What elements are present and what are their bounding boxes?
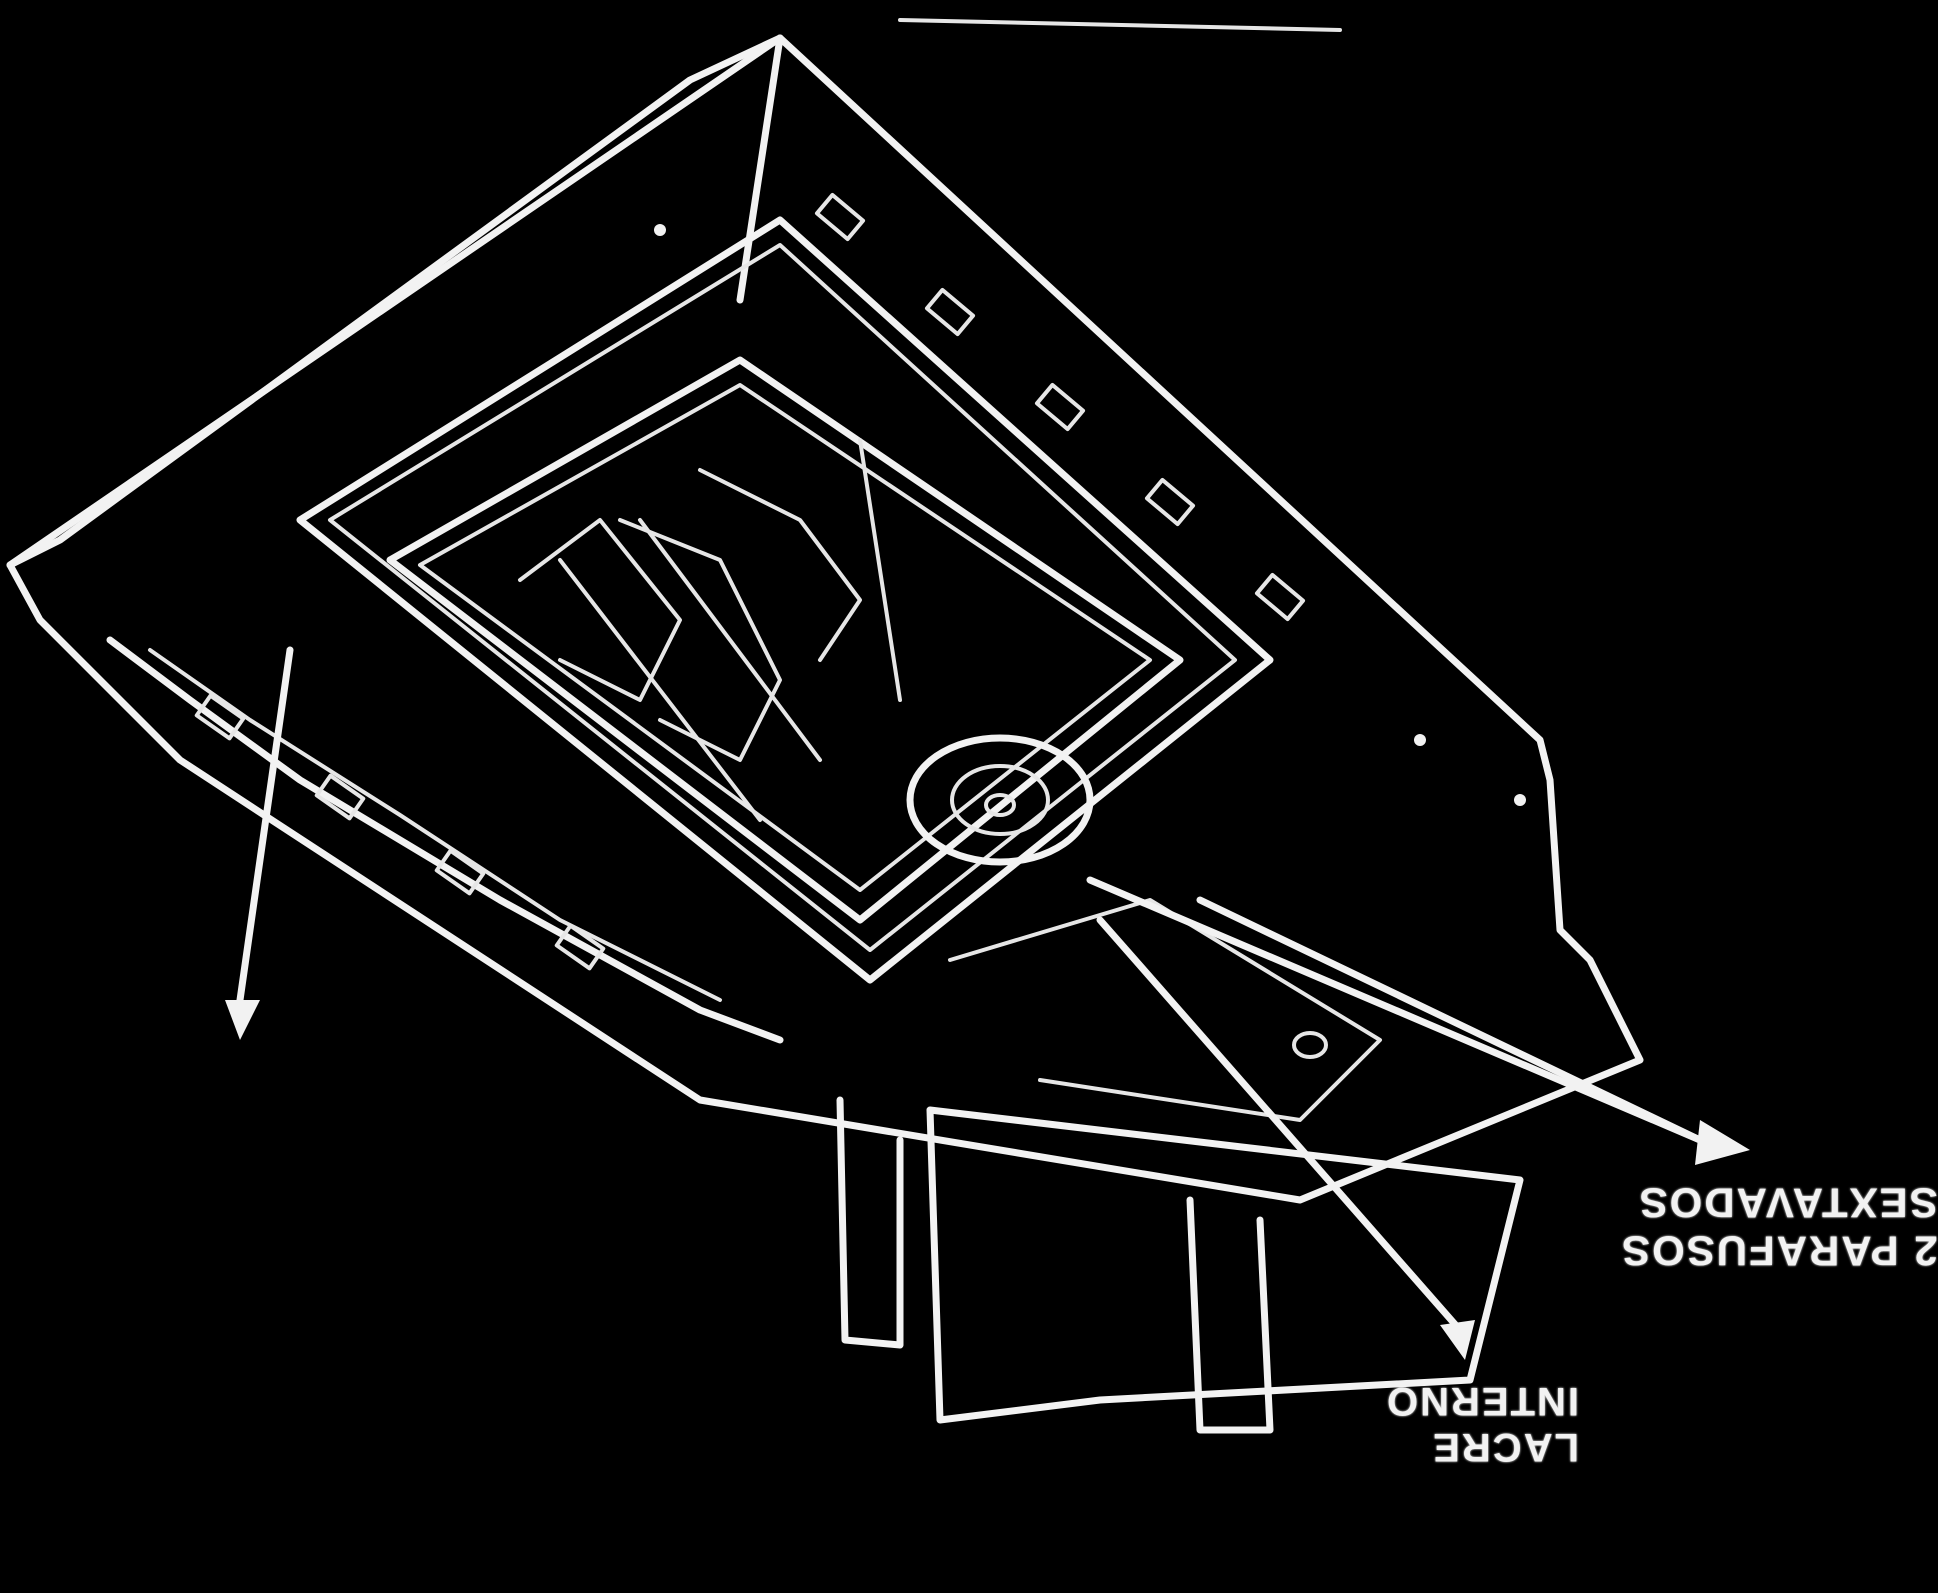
housing-side-rim [106, 636, 784, 1044]
arrowhead-left [225, 1000, 260, 1040]
callout-seal-line: LACRE [1431, 1425, 1579, 1469]
inner-frame [386, 356, 1184, 924]
bracket-hole [1292, 1031, 1328, 1059]
leader-screws [1086, 876, 1704, 1144]
mechanism-lines [618, 518, 782, 762]
base-plate [926, 1106, 1524, 1424]
mechanism-rod [558, 558, 762, 822]
side-slot [1254, 572, 1306, 622]
rotor-wheel [906, 734, 1094, 866]
leader-seal [1096, 916, 1464, 1334]
screw-hole [1414, 734, 1426, 746]
callout-screws-line: 2 PARAFUSOS [1620, 1227, 1938, 1275]
rotor-wheel-inner [950, 764, 1050, 836]
mechanism-lines [698, 468, 862, 662]
outer-frame [296, 216, 1274, 984]
housing-top-edge [6, 34, 784, 569]
screw-hole [1514, 794, 1526, 806]
side-slot [1144, 477, 1196, 527]
mechanism-lines [518, 518, 682, 702]
housing-side-rim-inner [148, 648, 722, 1002]
side-slot [314, 773, 366, 821]
side-slot [924, 287, 976, 337]
mechanism-rod [638, 518, 822, 762]
housing-corner-edge [736, 34, 784, 304]
screw-hole [654, 224, 666, 236]
leader-left [236, 646, 294, 1004]
side-slot [194, 693, 246, 741]
right-leg [1186, 1196, 1274, 1434]
leader-screws [1196, 896, 1704, 1144]
side-slot [554, 923, 606, 971]
mechanism-rod [858, 438, 902, 702]
callout-screws: 2 PARAFUSOS SEXTAVADOS [1620, 1178, 1938, 1275]
inner-frame-inner [418, 383, 1152, 892]
housing-outline [6, 34, 1644, 1204]
side-slot [814, 192, 866, 242]
side-slot [1034, 382, 1086, 432]
callout-seal-line: INTERNO [1385, 1379, 1579, 1423]
bracket [948, 898, 1382, 1122]
arrowhead-seal [1440, 1320, 1475, 1360]
arrowhead-screws [1695, 1120, 1750, 1165]
callout-screws-line: SEXTAVADOS [1637, 1179, 1938, 1227]
callout-seal: LACRE INTERNO [1385, 1378, 1579, 1470]
side-slot [434, 848, 486, 896]
top-streak [898, 18, 1342, 32]
outer-frame-inner [328, 243, 1237, 952]
left-leg [836, 1096, 904, 1349]
rotor-hub [984, 793, 1016, 817]
